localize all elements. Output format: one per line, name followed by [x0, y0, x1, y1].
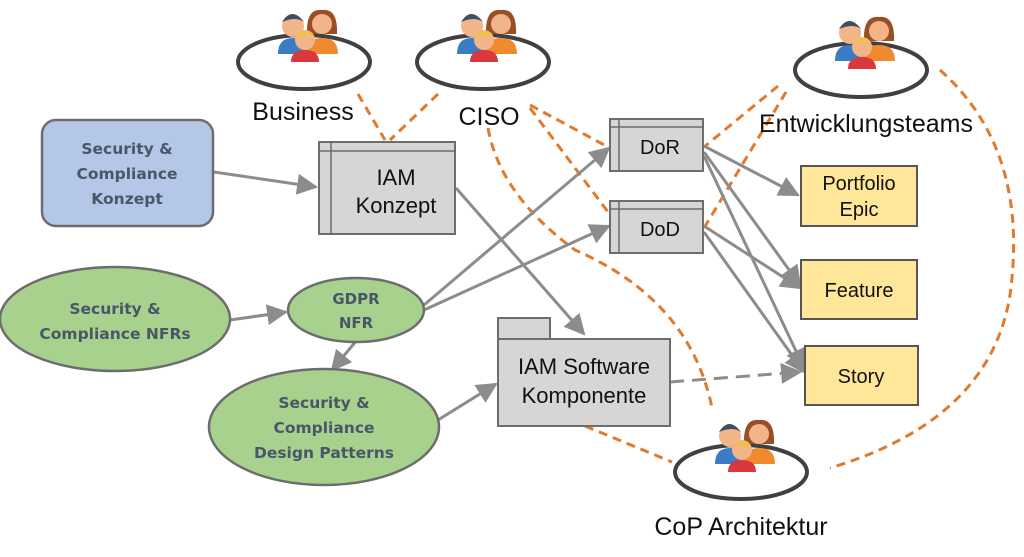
node-feature-label: Feature — [825, 280, 894, 302]
dashed-relations — [356, 68, 1016, 470]
arrow-dod-story — [702, 231, 806, 374]
dashed-ent-dor — [703, 84, 779, 149]
dashed-business-iam — [356, 93, 387, 141]
actor-cop-architektur-label: CoP Architektur — [654, 513, 827, 541]
node-sc-nfrs-line2: Compliance NFRs — [39, 325, 190, 343]
node-portfolio-line1: Portfolio — [822, 173, 895, 195]
arrow-gdpr-dor — [423, 146, 611, 307]
arrow-sckonzept-iam — [213, 170, 319, 195]
node-sc-konzept-line1: Security & — [81, 140, 172, 158]
dashed-arrow-iamsoftware-story — [669, 362, 803, 384]
node-sc-patterns-line2: Compliance — [273, 419, 374, 437]
actor-ciso: CISO — [415, 9, 551, 131]
actor-cop-architektur: CoP Architektur — [654, 419, 828, 541]
dashed-ciso-cop — [486, 127, 714, 409]
node-dor: DoR — [609, 118, 704, 172]
dashed-ent-cop — [829, 68, 1016, 470]
dashed-ciso-iam — [388, 92, 440, 142]
node-gdpr-line1: GDPR — [332, 290, 380, 308]
dashed-iam-cop — [584, 424, 673, 464]
node-sc-nfrs-line1: Security & — [69, 300, 160, 318]
node-gdpr-line2: NFR — [339, 314, 374, 332]
arrow-dod-feature — [703, 224, 802, 290]
node-sc-nfrs: Security & Compliance NFRs — [0, 265, 232, 373]
node-iam-software-line2: Komponente — [522, 383, 647, 408]
arrow-dor-portfolio — [703, 144, 800, 197]
node-iam-konzept-line1: IAM — [376, 165, 415, 190]
arrow-gdpr-patterns — [330, 339, 359, 372]
actor-entwicklungsteams: Entwicklungsteams — [759, 16, 973, 138]
node-iam-software: IAM Software Komponente — [497, 317, 671, 427]
node-dod-label: DoD — [640, 219, 680, 241]
arrow-gdpr-dod — [423, 224, 611, 312]
arrow-patterns-iamsoftware — [437, 382, 498, 422]
node-story-label: Story — [838, 366, 885, 388]
node-sc-patterns-line1: Security & — [278, 394, 369, 412]
arrow-dor-feature — [702, 151, 802, 287]
node-sc-patterns: Security & Compliance Design Patterns — [207, 367, 441, 487]
node-gdpr-nfr: GDPR NFR — [286, 276, 426, 344]
arrow-iam-software — [454, 187, 586, 336]
actor-business-label: Business — [252, 98, 353, 126]
node-iam-software-line1: IAM Software — [518, 354, 650, 379]
node-sc-konzept-line2: Compliance — [76, 165, 177, 183]
node-dod: DoD — [609, 200, 704, 254]
dashed-ciso-dod — [528, 107, 610, 213]
dashed-ent-dod — [702, 91, 788, 229]
actor-business: Business — [236, 9, 372, 126]
actor-ciso-label: CISO — [458, 103, 519, 131]
node-sc-patterns-line3: Design Patterns — [254, 444, 394, 462]
node-sc-konzept-line3: Konzept — [91, 190, 163, 208]
actor-entwicklungsteams-label: Entwicklungsteams — [759, 110, 973, 138]
node-portfolio-line2: Epic — [840, 199, 879, 221]
node-dor-label: DoR — [640, 137, 680, 159]
arrow-nfrs-gdpr — [229, 304, 289, 326]
node-iam-konzept-line2: Konzept — [356, 193, 437, 218]
node-feature: Feature — [800, 259, 918, 320]
node-iam-konzept: IAM Konzept — [318, 141, 456, 235]
node-story: Story — [804, 345, 919, 406]
arrow-dor-story — [702, 155, 806, 370]
arrows — [213, 144, 806, 422]
node-sc-konzept: Security & Compliance Konzept — [40, 118, 215, 228]
node-portfolio-epic: Portfolio Epic — [800, 165, 918, 227]
